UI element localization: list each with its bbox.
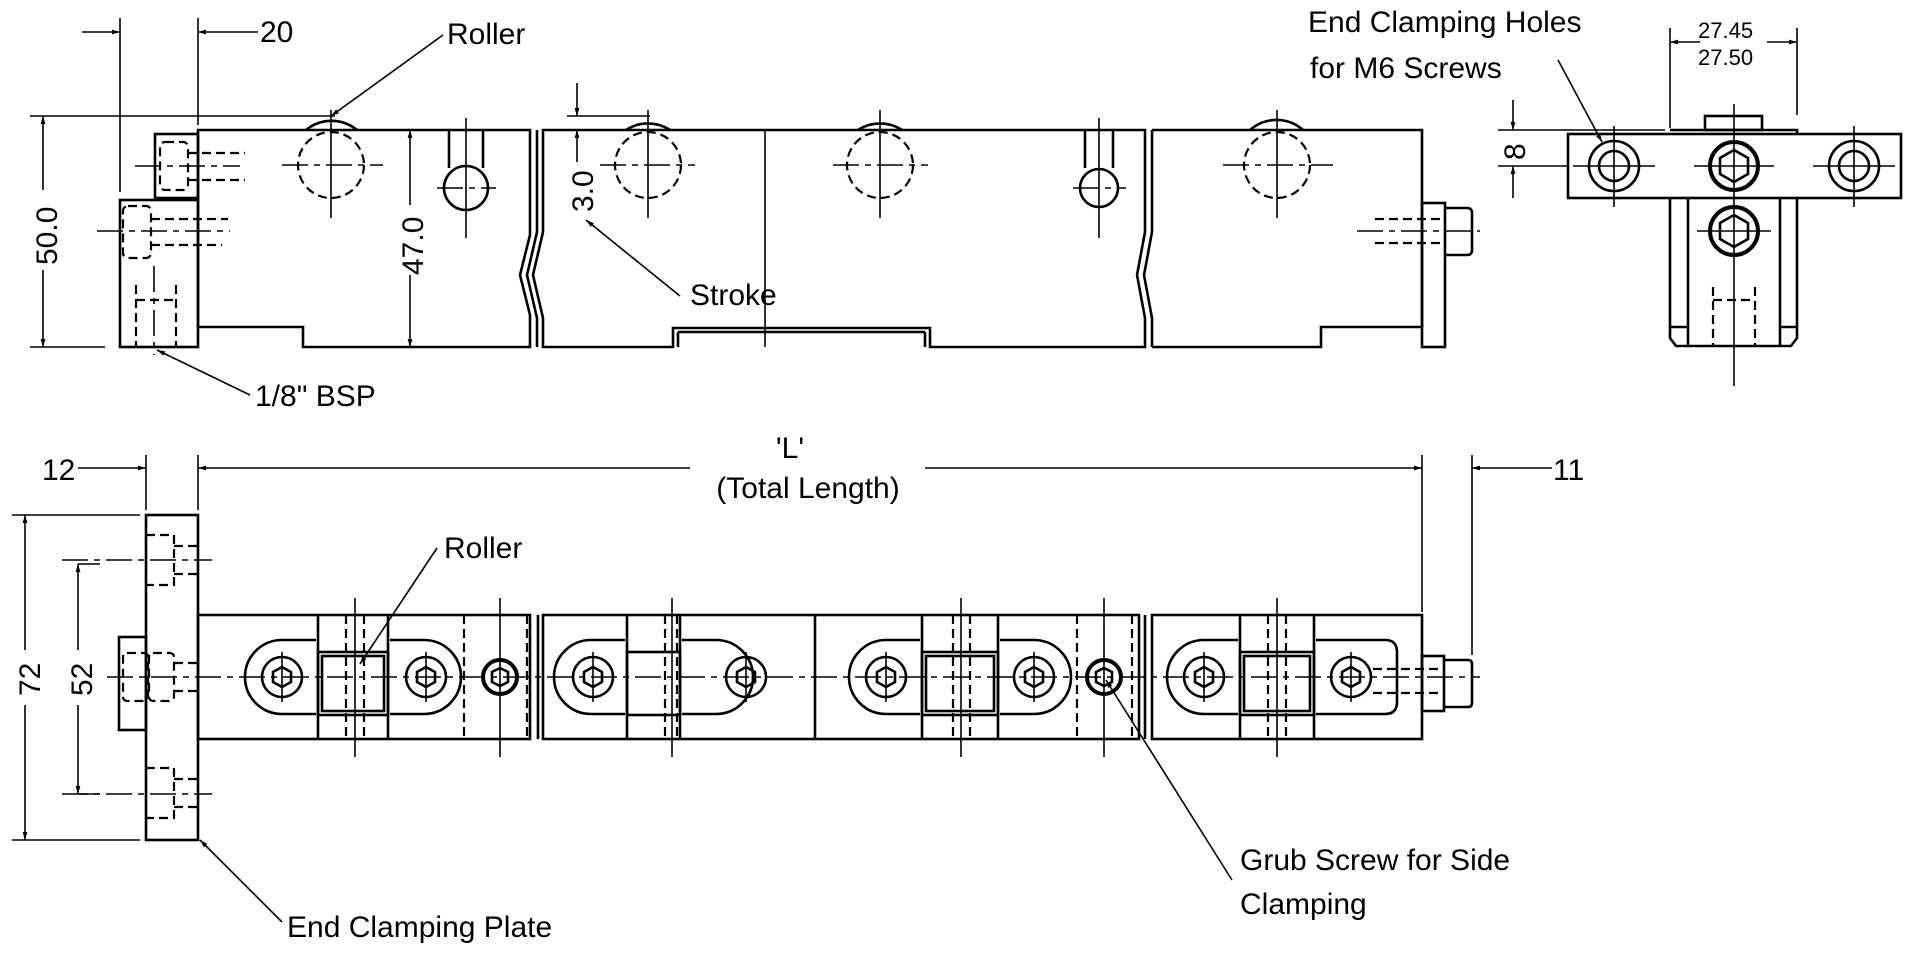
dim-end-projection: 11 <box>1553 454 1584 487</box>
dim-stroke: 3.0 <box>567 170 600 212</box>
dim-offset-top: 20 <box>260 16 293 49</box>
dim-height-overall: 50.0 <box>31 207 64 265</box>
dim-plate-thickness: 12 <box>42 454 75 487</box>
roller-plan-3 <box>920 598 1000 757</box>
label-end-clamping-holes-2: for M6 Screws <box>1310 52 1502 85</box>
dim-height-body: 47.0 <box>397 217 430 275</box>
dim-width-upper: 27.45 <box>1698 18 1753 43</box>
body-segment-1 <box>196 128 532 349</box>
dim-plate-height: 72 <box>14 663 47 696</box>
roller-plan-2 <box>625 598 682 757</box>
dim-width-lower: 27.50 <box>1698 45 1753 70</box>
clamp-hole-right <box>1813 126 1895 207</box>
label-grub-screw-1: Grub Screw for Side <box>1240 844 1510 877</box>
label-bsp: 1/8" BSP <box>255 380 376 413</box>
body-segment-4 <box>1152 128 1424 349</box>
end-plate-side <box>118 198 200 349</box>
label-stroke: Stroke <box>690 279 777 312</box>
label-end-clamping-plate: End Clamping Plate <box>287 911 552 944</box>
dim-end-hole-offset: 8 <box>1499 143 1532 160</box>
hidden-screw-head <box>121 204 153 260</box>
body-segment-2 <box>531 128 1147 349</box>
end-view: 8 27.45 27.50 End Clamping Holes for M6 … <box>1308 6 1903 386</box>
end-plate-right <box>1420 201 1447 349</box>
side-elevation-view: 20 50.0 47.0 3.0 Roller Stroke 1/8" BSP <box>30 16 1480 413</box>
plan-segment-2 <box>541 613 1141 741</box>
dim-total-length-text: (Total Length) <box>716 472 899 505</box>
roller-plan-1 <box>316 598 390 757</box>
label-roller-plan: Roller <box>444 532 522 565</box>
roller-plan-4 <box>1238 598 1316 757</box>
dim-total-length-symbol: 'L' <box>776 432 804 465</box>
plan-view: 'L' (Total Length) 12 11 72 52 Roller En… <box>12 432 1584 944</box>
label-end-clamping-holes-1: End Clamping Holes <box>1308 6 1581 39</box>
label-grub-screw-2: Clamping <box>1240 888 1367 921</box>
clamp-hole-left <box>1573 126 1655 207</box>
lug-screws <box>243 598 1399 757</box>
dim-hole-pitch: 52 <box>66 663 99 696</box>
label-roller-top: Roller <box>447 18 525 51</box>
